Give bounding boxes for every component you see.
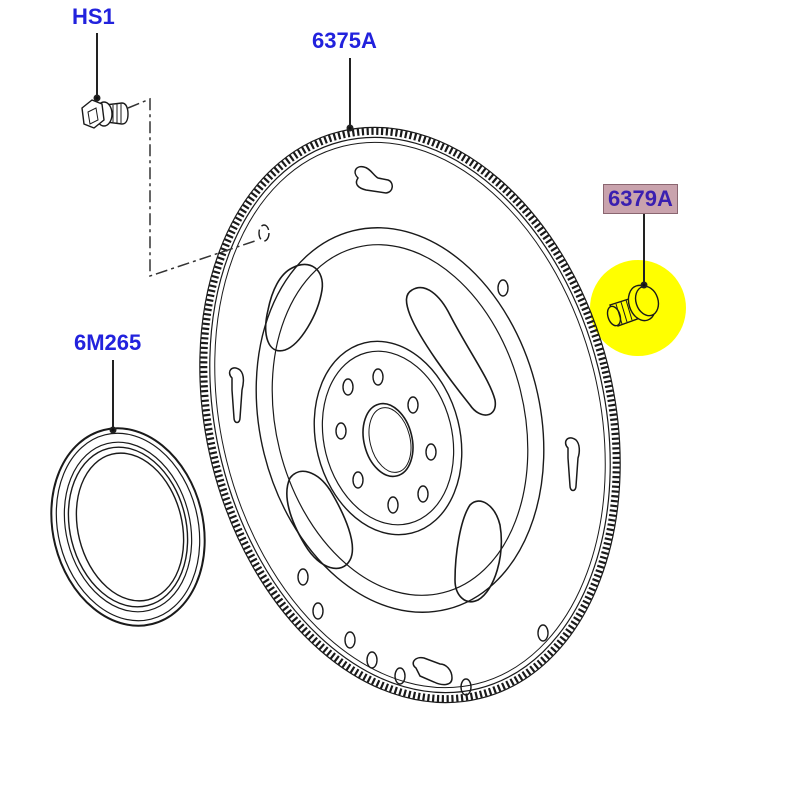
assembly-path-line bbox=[127, 97, 259, 278]
callout-6379a[interactable]: 6379A bbox=[603, 184, 678, 214]
bolt-hs1[interactable] bbox=[81, 99, 129, 129]
bolt-6379a[interactable] bbox=[605, 282, 662, 328]
callout-hs1[interactable]: HS1 bbox=[72, 4, 115, 29]
seal-6m265[interactable] bbox=[31, 412, 225, 642]
callout-6375a[interactable]: 6375A bbox=[312, 28, 377, 53]
leader-lines bbox=[93, 33, 648, 434]
flexplate-6375a[interactable] bbox=[141, 82, 678, 747]
callout-6m265[interactable]: 6M265 bbox=[74, 330, 142, 355]
